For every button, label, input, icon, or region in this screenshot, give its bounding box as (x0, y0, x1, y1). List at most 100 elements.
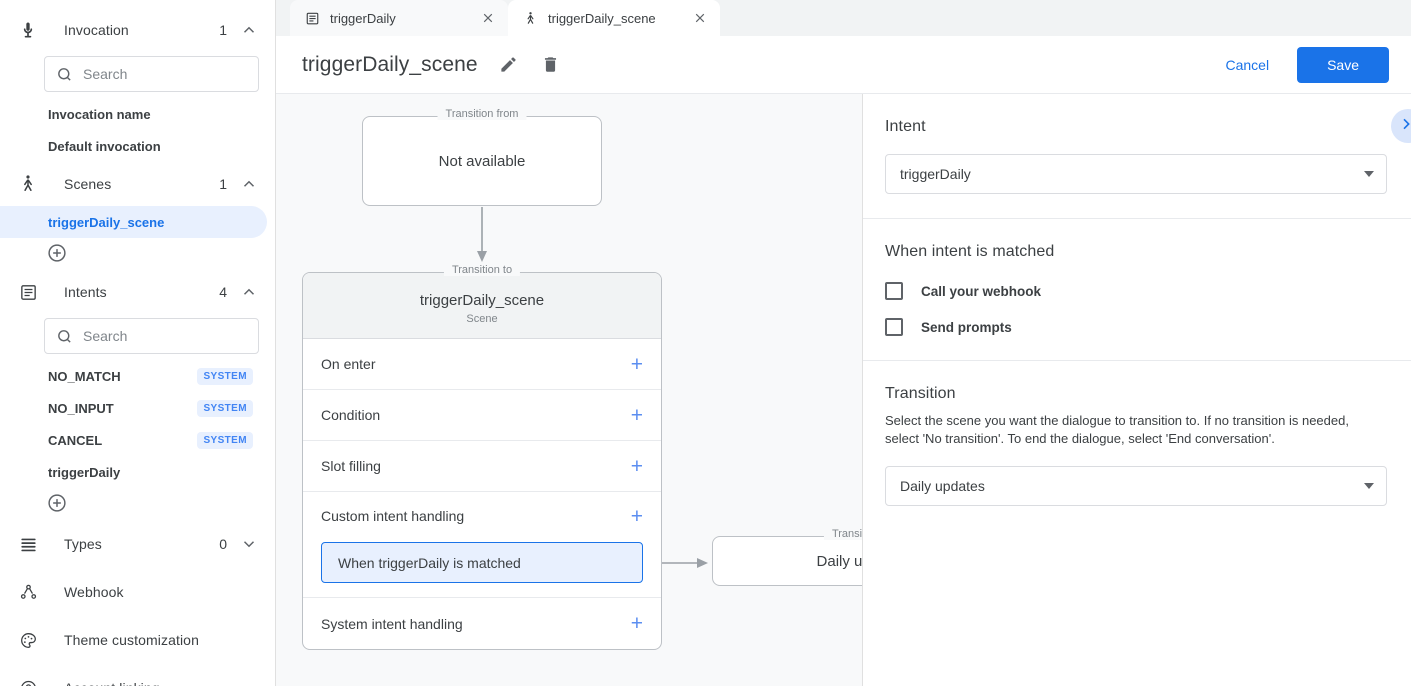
invocation-search-box[interactable] (44, 56, 259, 92)
scene-row-label: Custom intent handling (321, 508, 465, 524)
close-icon[interactable] (480, 10, 496, 26)
sidebar-item-label: NO_MATCH (48, 368, 121, 384)
scene-card-header[interactable]: triggerDaily_scene Scene (303, 273, 661, 339)
sidebar-item-no-input[interactable]: NO_INPUT SYSTEM (0, 392, 267, 424)
scene-card: Transition to triggerDaily_scene Scene O… (302, 264, 662, 650)
status-badge: SYSTEM (197, 399, 253, 417)
intent-handler-wrap: When triggerDaily is matched (303, 540, 661, 598)
scene-canvas[interactable]: Transition from Not available Transition… (276, 94, 862, 686)
invocation-search-input[interactable] (83, 66, 248, 82)
trash-icon[interactable] (540, 54, 562, 76)
save-button[interactable]: Save (1297, 46, 1389, 83)
sidebar-item-label: triggerDaily_scene (48, 214, 165, 230)
scene-row-slot-filling[interactable]: Slot filling + (303, 441, 661, 492)
checkbox-label: Call your webhook (921, 283, 1042, 299)
sidebar-section-invocation[interactable]: Invocation 1 (0, 8, 275, 52)
intents-list-icon (16, 280, 40, 304)
tab-label: triggerDaily_scene (548, 10, 656, 26)
sidebar-item-triggerdaily[interactable]: triggerDaily (0, 456, 267, 488)
panel-expand-button[interactable] (1391, 109, 1411, 143)
checkbox-box[interactable] (885, 318, 903, 336)
scene-row-custom-intent-handling[interactable]: Custom intent handling + (303, 492, 661, 540)
editor-body: Transition from Not available Transition… (276, 94, 1411, 686)
transition-section-title: Transition (885, 385, 956, 402)
sidebar-item-cancel[interactable]: CANCEL SYSTEM (0, 424, 267, 456)
scene-row-system-intent-handling[interactable]: System intent handling + (303, 598, 661, 649)
account-circle-icon (16, 676, 40, 686)
add-icon[interactable]: + (630, 612, 643, 635)
status-badge: SYSTEM (197, 431, 253, 449)
sidebar-item-webhook[interactable]: Webhook (0, 568, 275, 616)
add-intent-icon[interactable] (46, 492, 68, 514)
transition-from-node[interactable]: Transition from Not available (362, 108, 602, 206)
checkbox-send-prompts[interactable]: Send prompts (885, 318, 1387, 336)
chevron-up-icon[interactable] (239, 20, 259, 40)
intent-select[interactable]: triggerDaily (885, 154, 1387, 194)
scene-card-name: triggerDaily_scene (419, 292, 545, 309)
checkbox-call-your-webhook[interactable]: Call your webhook (885, 282, 1387, 300)
sidebar-section-count: 1 (219, 176, 227, 192)
sidebar-item-label: NO_INPUT (48, 400, 114, 416)
chevron-down-icon (1364, 171, 1374, 177)
transition-from-text: Not available (438, 152, 526, 170)
intents-search-wrap (0, 314, 275, 360)
sidebar-section-count: 0 (219, 536, 227, 552)
add-icon[interactable]: + (630, 504, 643, 528)
scene-row-condition[interactable]: Condition + (303, 390, 661, 441)
sidebar-section-scenes[interactable]: Scenes 1 (0, 162, 275, 206)
sidebar-section-types[interactable]: Types 0 (0, 520, 275, 568)
chevron-down-icon (1364, 483, 1374, 489)
sidebar-item-label: triggerDaily (48, 464, 121, 480)
properties-panel: Intent triggerDaily When intent is match… (862, 94, 1411, 686)
status-badge: SYSTEM (197, 367, 253, 385)
microphone-icon (16, 18, 40, 42)
pencil-icon[interactable] (498, 54, 520, 76)
scene-row-label: Slot filling (321, 458, 381, 474)
sidebar-item-no-match[interactable]: NO_MATCH SYSTEM (0, 360, 267, 392)
intents-search-box[interactable] (44, 318, 259, 354)
sidebar-item-label: Theme customization (64, 632, 199, 648)
types-lines-icon (16, 532, 40, 556)
sidebar-item-invocation-name[interactable]: Invocation name (0, 98, 267, 130)
intents-search-input[interactable] (83, 328, 248, 344)
search-icon (55, 327, 73, 345)
scene-row-label: On enter (321, 356, 376, 372)
scene-branch-icon (16, 172, 40, 196)
sidebar-section-count: 4 (219, 284, 227, 300)
sidebar-item-label: CANCEL (48, 432, 103, 448)
close-icon[interactable] (692, 10, 708, 26)
sidebar-item-label: Default invocation (48, 138, 161, 154)
checkbox-box[interactable] (885, 282, 903, 300)
sidebar-item-default-invocation[interactable]: Default invocation (0, 130, 267, 162)
transition-select-value: Daily updates (900, 478, 985, 494)
intent-handler-card[interactable]: When triggerDaily is matched (321, 542, 643, 583)
tab-bar: triggerDaily triggerDaily_scene (276, 0, 1411, 36)
scene-row-label: Condition (321, 407, 381, 423)
node-legend: Transition from (437, 108, 527, 120)
cancel-button[interactable]: Cancel (1211, 48, 1283, 82)
when-intent-matched-section: When intent is matched Call your webhook… (863, 219, 1411, 361)
add-icon[interactable]: + (630, 403, 643, 427)
intent-section-title: Intent (885, 118, 926, 135)
transition-to-node[interactable]: Transition to Daily updates (712, 528, 862, 586)
tab-triggerdaily-scene[interactable]: triggerDaily_scene (508, 0, 720, 36)
add-icon[interactable]: + (630, 352, 643, 376)
main-area: triggerDaily triggerDaily_scene triggerD… (276, 0, 1411, 686)
intents-list-icon (304, 10, 320, 26)
scene-row-on-enter[interactable]: On enter + (303, 339, 661, 390)
sidebar-item-account-linking[interactable]: Account linking (0, 664, 275, 686)
intent-select-value: triggerDaily (900, 166, 971, 182)
chevron-up-icon[interactable] (239, 174, 259, 194)
add-icon[interactable]: + (630, 454, 643, 478)
transition-select[interactable]: Daily updates (885, 466, 1387, 506)
chevron-down-icon[interactable] (239, 534, 259, 554)
sidebar-item-theme-customization[interactable]: Theme customization (0, 616, 275, 664)
add-scene-icon[interactable] (46, 242, 68, 264)
sidebar-item-triggerdaily-scene[interactable]: triggerDaily_scene (0, 206, 267, 238)
palette-icon (16, 628, 40, 652)
sidebar-section-intents[interactable]: Intents 4 (0, 270, 275, 314)
tab-triggerdaily[interactable]: triggerDaily (290, 0, 508, 36)
page-title: triggerDaily_scene (302, 52, 478, 76)
scene-row-label: System intent handling (321, 615, 463, 632)
chevron-up-icon[interactable] (239, 282, 259, 302)
